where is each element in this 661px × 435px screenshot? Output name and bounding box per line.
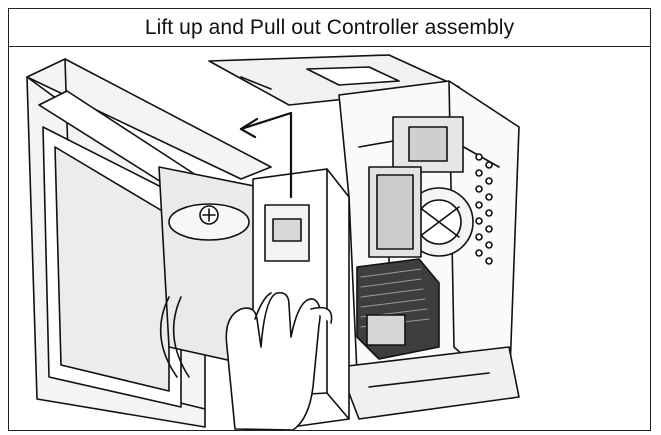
- base-plate: [338, 346, 520, 420]
- transformer: [356, 258, 440, 360]
- figure-caption: Lift up and Pull out Controller assembly: [9, 9, 650, 47]
- microwave-illustration: [9, 47, 650, 430]
- figure-frame: Lift up and Pull out Controller assembly: [8, 8, 651, 431]
- lift-pull-arrows: [239, 111, 293, 199]
- vent-holes: [475, 153, 493, 265]
- microwave-drawing: [26, 54, 520, 430]
- hand: [225, 291, 333, 430]
